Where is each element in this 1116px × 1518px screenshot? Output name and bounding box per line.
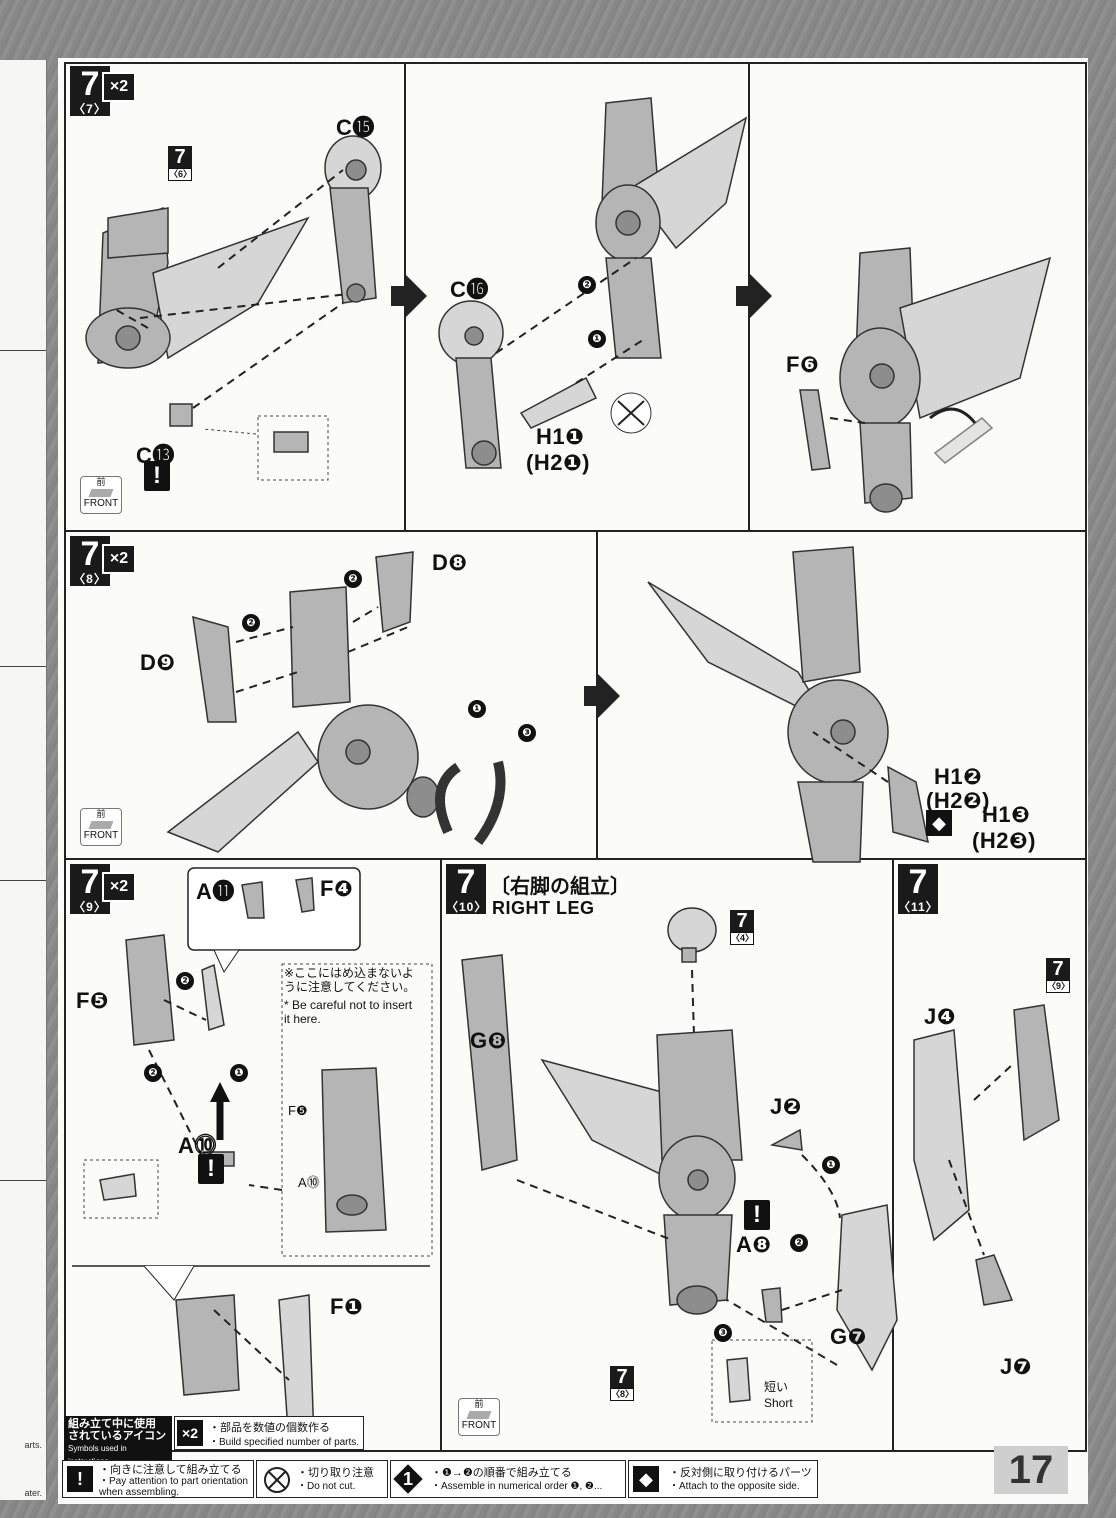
- part-label-c15: C⓯: [336, 115, 375, 140]
- times-two-icon: ×2: [177, 1420, 203, 1446]
- step-badge-7-8: 7〈8〉: [70, 536, 110, 586]
- part-label-h2-2: (H2❷): [926, 788, 990, 813]
- order-icon-label: 1: [402, 1469, 413, 1489]
- legend-caution-jp: ・向きに注意して組み立てる: [99, 1464, 242, 1476]
- opposite-side-icon: ◆: [633, 1466, 659, 1492]
- order-two-icon: ❷: [176, 972, 194, 990]
- order-two-icon: ❷: [790, 1234, 808, 1252]
- part-label-h1-2: H1❷: [934, 764, 983, 789]
- times-two-icon: ×2: [102, 872, 136, 902]
- part-label-d8: D❽: [432, 550, 468, 575]
- short-label-jp: 短い: [764, 1380, 789, 1394]
- order-one-icon: ❶: [468, 700, 486, 718]
- part-label-a10-small: A⓾: [298, 1175, 320, 1190]
- caution-note-jp: ※ここにはめ込まないよ うに注意してください。: [284, 966, 416, 994]
- legend-x2-jp: ・部品を数値の個数作る: [209, 1422, 330, 1434]
- part-label-h1-1: H1❶: [536, 424, 585, 449]
- caution-icon: !: [744, 1200, 770, 1230]
- order-two-icon: ❷: [344, 570, 362, 588]
- prev-page-text-2: ater.: [24, 1488, 42, 1498]
- legend-x2-en: ・Build specified number of parts.: [209, 1437, 360, 1448]
- part-label-f4: F❹: [320, 876, 354, 901]
- opposite-side-icon: ◆: [926, 810, 952, 836]
- step-badge-7-11: 7〈11〉: [898, 863, 939, 914]
- step-7-7-right-drawing: [799, 247, 1052, 513]
- legend-nocut: ・切り取り注意 ・Do not cut.: [256, 1460, 388, 1498]
- order-one-icon: ❶: [822, 1156, 840, 1174]
- instruction-frame: [64, 62, 1087, 1452]
- step-7-10-drawing: [461, 907, 898, 1423]
- caution-icon: !: [198, 1154, 224, 1184]
- legend-opposite: ◆ ・反対側に取り付けるパーツ ・Attach to the opposite …: [628, 1460, 818, 1498]
- order-three-icon: ❸: [714, 1324, 732, 1342]
- previous-page-edge: arts. ater.: [0, 60, 47, 1500]
- next-arrow-icon: [750, 274, 772, 318]
- legend-opposite-jp: ・反対側に取り付けるパーツ: [669, 1467, 812, 1479]
- caution-icon: !: [67, 1466, 93, 1492]
- order-two-icon: ❷: [144, 1064, 162, 1082]
- part-label-h2-1: (H2❶): [526, 450, 590, 475]
- step-7-8-drawing: [166, 551, 506, 853]
- caution-note-en: * Be careful not to insert it here.: [284, 998, 413, 1026]
- step-7-7-drawing: [85, 135, 382, 481]
- legend-nocut-en: ・Do not cut.: [297, 1481, 356, 1492]
- ref-badge-7-4: 7〈4〉: [730, 910, 755, 945]
- legend-x2: ×2 ・部品を数値の個数作る ・Build specified number o…: [174, 1416, 364, 1450]
- part-label-h2-3: (H2❸): [972, 828, 1036, 853]
- next-arrow-icon: [598, 674, 620, 718]
- part-label-a10: A⓾: [178, 1133, 217, 1158]
- order-one-icon: ❶: [230, 1064, 248, 1082]
- legend-opposite-en: ・Attach to the opposite side.: [669, 1481, 800, 1492]
- do-not-cut-icon: [264, 1467, 290, 1493]
- part-label-j2: J❷: [770, 1094, 802, 1119]
- part-label-g8: G❽: [470, 1028, 507, 1053]
- times-two-icon: ×2: [102, 544, 136, 574]
- legend-order-en: ・Assemble in numerical order ❶, ❷...: [431, 1481, 603, 1492]
- short-label-en: Short: [764, 1396, 793, 1410]
- legend-nocut-jp: ・切り取り注意: [297, 1467, 374, 1479]
- order-two-icon: ❷: [242, 614, 260, 632]
- prev-page-text-1: arts.: [24, 1440, 42, 1450]
- ref-badge-7-8: 7〈8〉: [610, 1366, 635, 1401]
- part-label-j7: J❼: [1000, 1354, 1032, 1379]
- step-7-11-drawing: [913, 1004, 1060, 1306]
- legend-caution: ! ・向きに注意して組み立てる ・Pay attention to part o…: [62, 1460, 254, 1498]
- order-two-icon: ❷: [578, 276, 596, 294]
- part-label-f5: F❺: [76, 988, 110, 1013]
- step-title-jp: 〔右脚の組立〕: [490, 876, 630, 898]
- part-label-f1: F❶: [330, 1294, 364, 1319]
- page-number: 17: [994, 1446, 1068, 1494]
- step-7-8-right-drawing: [647, 546, 929, 863]
- part-label-a8: A❽: [736, 1232, 772, 1257]
- part-label-h1-3: H1❸: [982, 802, 1031, 827]
- ref-badge-7-9: 7〈9〉: [1046, 958, 1071, 993]
- times-two-icon: ×2: [102, 72, 136, 102]
- legend-order-jp: ・❶→❷の順番で組み立てる: [431, 1467, 572, 1479]
- step-7-9-drawing: [72, 867, 433, 1446]
- step-title-en: RIGHT LEG: [492, 898, 595, 918]
- legend-order: 1 ・❶→❷の順番で組み立てる ・Assemble in numerical o…: [390, 1460, 626, 1498]
- part-label-c16: C⓰: [450, 277, 489, 302]
- part-label-d9: D❾: [140, 650, 176, 675]
- step-7-7-mid-drawing: [438, 97, 748, 469]
- part-label-j4: J❹: [924, 1004, 956, 1029]
- part-label-f6: F❻: [786, 352, 820, 377]
- step-badge-7-10: 7〈10〉: [446, 863, 488, 914]
- part-label-f5-small: F❺: [288, 1103, 308, 1118]
- caution-icon: !: [144, 461, 170, 491]
- legend-caution-en: ・Pay attention to part orientation when …: [99, 1476, 248, 1498]
- part-label-a11: A⓫: [196, 879, 235, 904]
- part-label-g7: G❼: [830, 1324, 867, 1349]
- ref-badge-7-6: 7〈6〉: [168, 146, 193, 181]
- order-one-icon: ❶: [588, 330, 606, 348]
- order-three-icon: ❸: [518, 724, 536, 742]
- next-arrow-icon: [405, 274, 427, 318]
